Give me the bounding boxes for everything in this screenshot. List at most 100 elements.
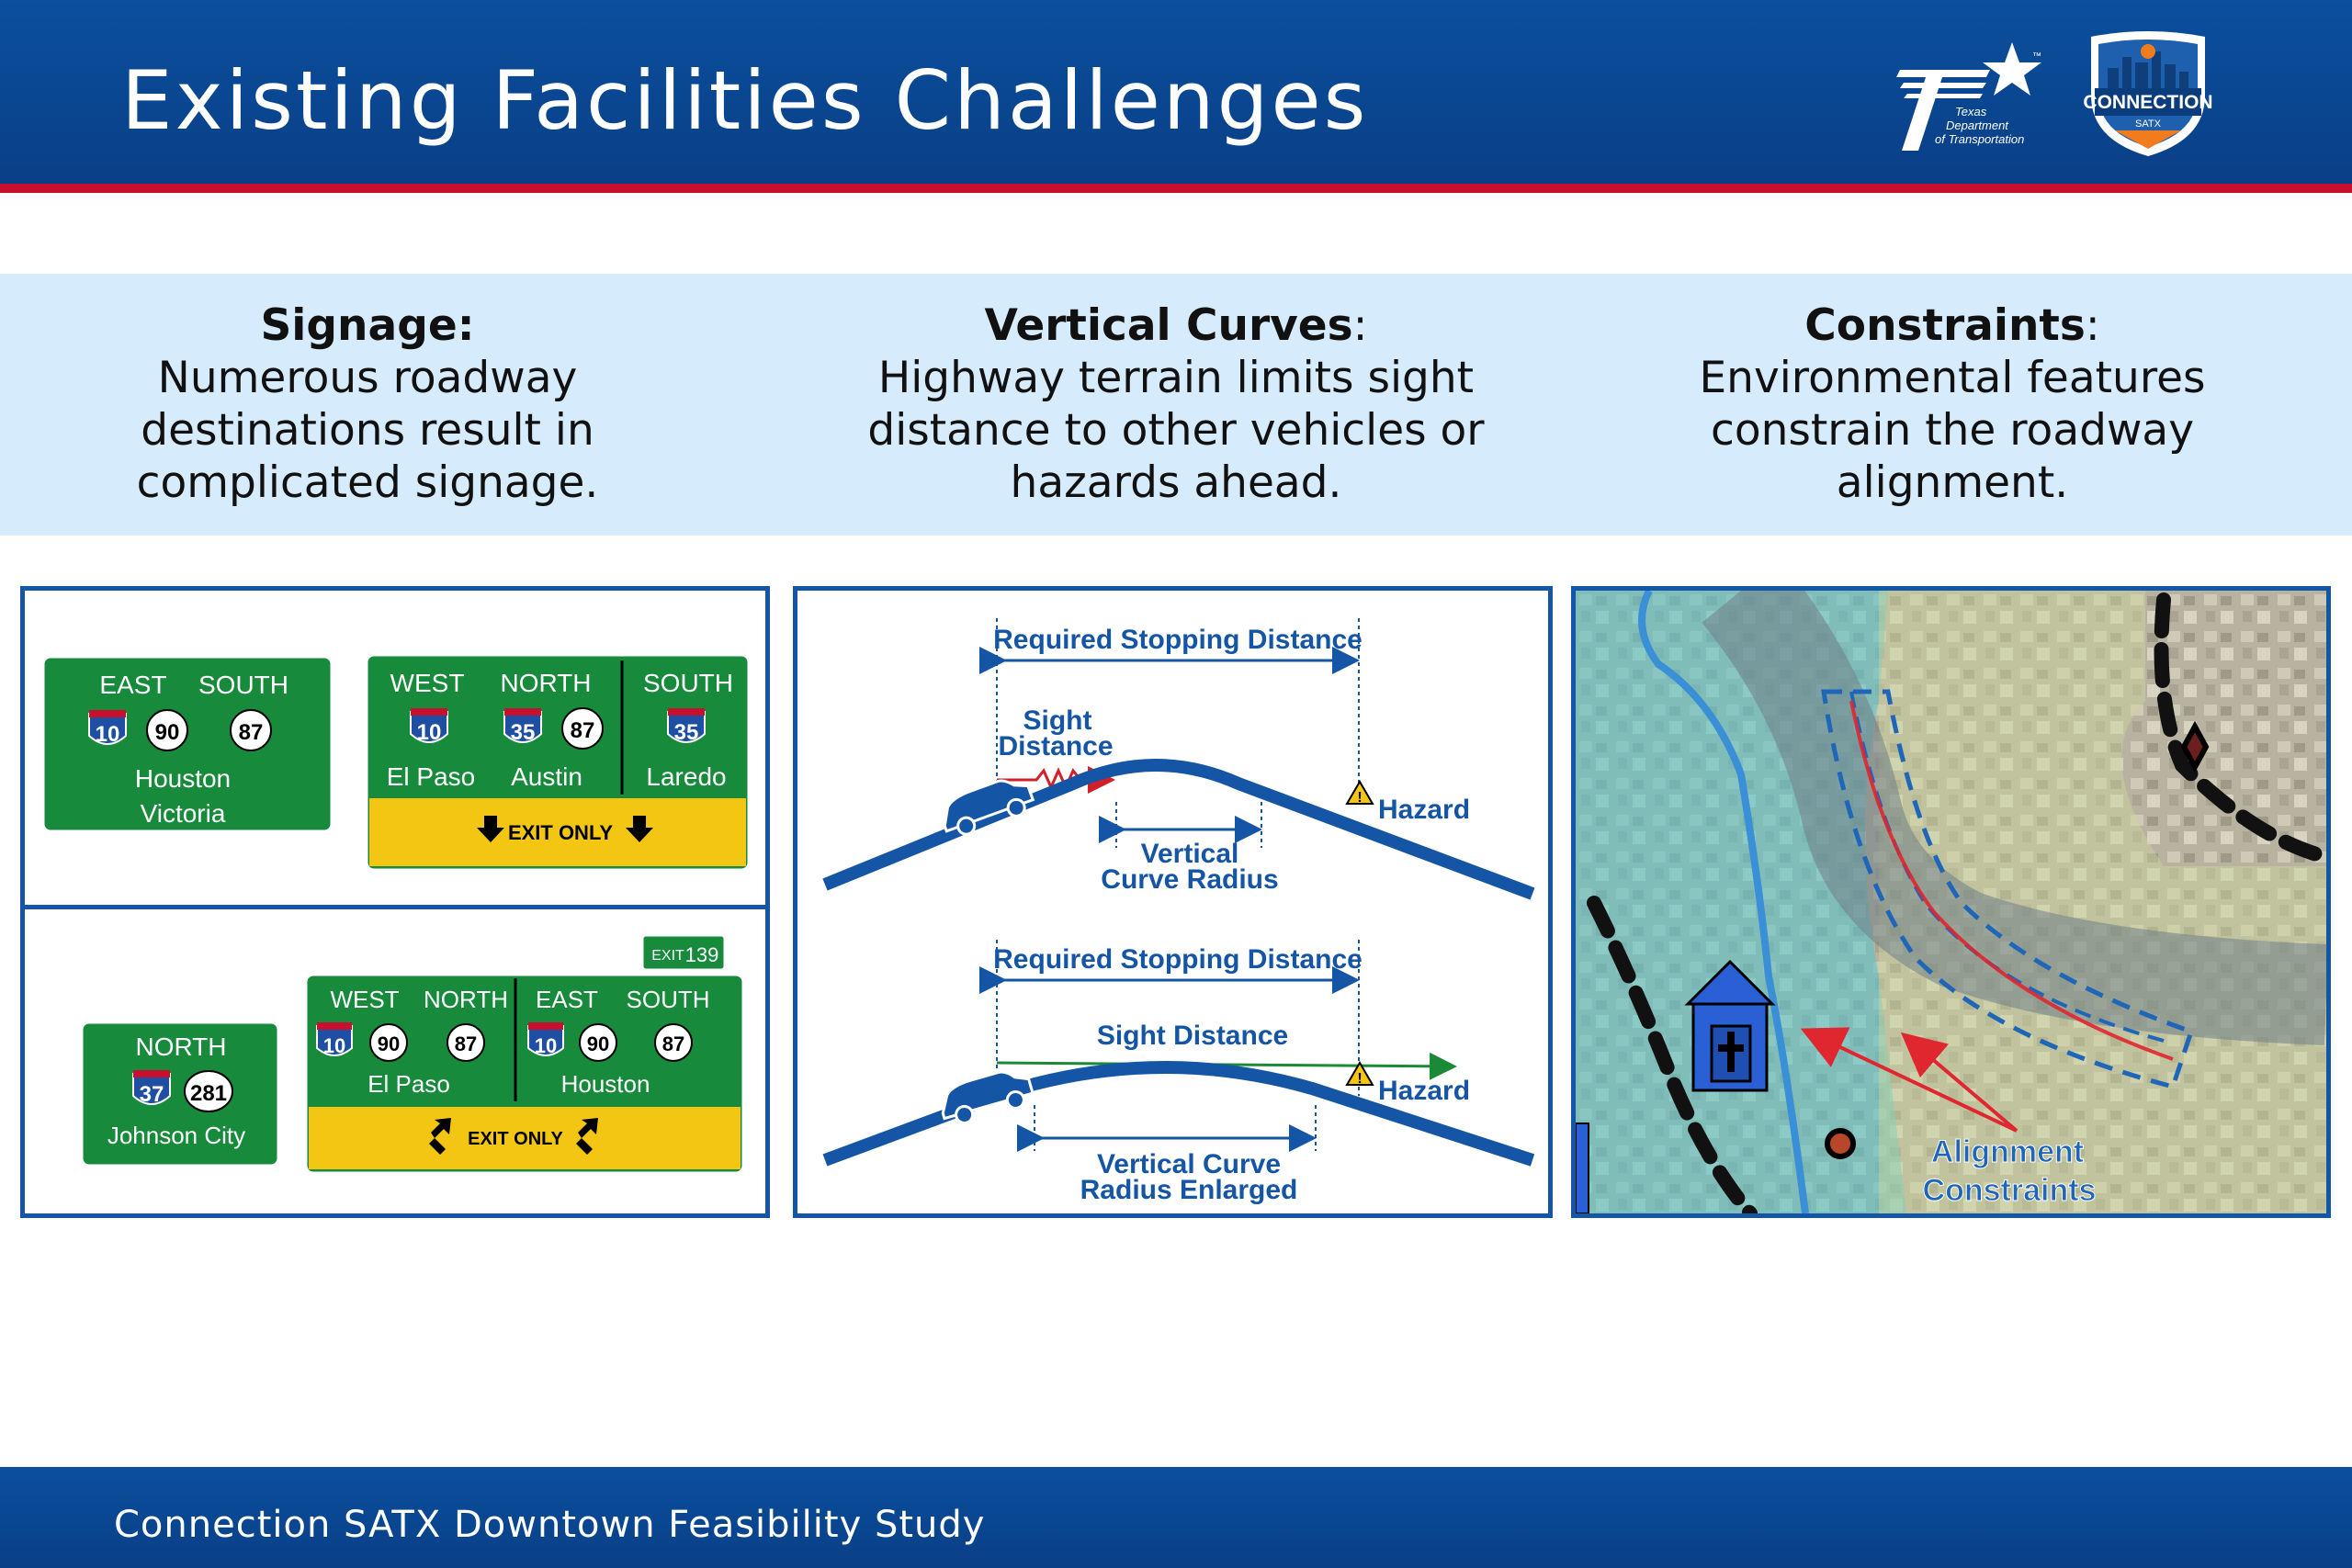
hazard-warning-icon: ! xyxy=(1345,1061,1374,1087)
car-icon xyxy=(943,779,1035,836)
txdot-logo: Texas Department of Transportation ™ xyxy=(1896,42,2041,151)
challenge-signage: Signage: Numerous roadway destinations r… xyxy=(55,299,680,509)
sign-exit-139: EXIT 139 WEST NORTH EAST SOUTH 10 90 87 … xyxy=(304,933,745,1175)
challenge-heading: Signage: xyxy=(260,300,475,351)
arrow-diagonal-icon xyxy=(429,1118,451,1155)
constraints-map-panel: Alignment Constraints xyxy=(1571,586,2331,1218)
svg-text:!: ! xyxy=(1357,790,1362,806)
sign-direction: NORTH xyxy=(424,986,508,1013)
page-title: Existing Facilities Challenges xyxy=(121,53,1369,148)
heading-suffix: : xyxy=(2085,300,2100,351)
vertical-curve-radius-label: Vertical xyxy=(1141,839,1239,869)
constraints-map: Alignment Constraints xyxy=(1576,591,2326,1213)
required-stopping-distance-label: Required Stopping Distance xyxy=(993,944,1363,975)
sight-distance-label: Distance xyxy=(998,731,1113,761)
vertical-curves-panel: Required Stopping Distance Sight Distanc… xyxy=(793,586,1553,1218)
river xyxy=(1638,591,1809,1213)
required-stopping-distance-label: Required Stopping Distance xyxy=(993,625,1363,655)
car-icon xyxy=(941,1070,1035,1124)
sign-direction: SOUTH xyxy=(643,669,733,697)
signage-illustration: EAST SOUTH 10 90 87 Houston Victoria WES… xyxy=(41,653,751,1175)
hazard-label: Hazard xyxy=(1378,795,1470,825)
footer-bar: Connection SATX Downtown Feasibility Stu… xyxy=(0,1467,2352,1568)
vertical-curve-radius-label: Curve Radius xyxy=(1101,864,1278,895)
landmark-marker-icon xyxy=(2180,720,2210,773)
exit-number: 139 xyxy=(685,943,719,966)
sign-destination: Laredo xyxy=(646,762,726,791)
us-route-shield: 90 xyxy=(587,1032,609,1055)
interstate-shield: 35 xyxy=(674,720,699,745)
exit-only-label: EXIT ONLY xyxy=(508,821,613,844)
interstate-shield: 10 xyxy=(535,1034,557,1057)
challenge-body-line: Numerous roadway xyxy=(157,353,578,403)
alignment-boundary xyxy=(1821,689,2195,1090)
txdot-text-line1: Texas xyxy=(1955,105,1987,118)
sign-direction: WEST xyxy=(330,986,399,1013)
svg-text:!: ! xyxy=(1357,1071,1362,1087)
arrow-down-icon xyxy=(626,816,653,842)
interstate-shield: 10 xyxy=(417,720,442,745)
sign-east-south: EAST SOUTH 10 90 87 Houston Victoria xyxy=(41,655,334,833)
sign-direction: NORTH xyxy=(500,669,591,697)
sign-destination: Victoria xyxy=(141,799,226,828)
challenge-body-line: constrain the roadway xyxy=(1710,405,2195,456)
signage-panel: EAST SOUTH 10 90 87 Houston Victoria WES… xyxy=(20,586,770,1218)
header-bar: Existing Facilities Challenges Texas Dep… xyxy=(0,0,2352,184)
sign-west-north-south: WEST NORTH SOUTH 10 35 87 35 El Paso Aus… xyxy=(365,653,751,872)
vertical-curve-enlarged: Required Stopping Distance Sight Distanc… xyxy=(822,940,1535,1205)
alignment-constraints-label: Constraints xyxy=(1923,1173,2097,1208)
landmark-marker-icon xyxy=(1825,1128,1856,1159)
challenge-body-line: complicated signage. xyxy=(136,457,599,508)
heading-suffix: : xyxy=(1352,300,1368,351)
footer-study-title: Connection SATX Downtown Feasibility Stu… xyxy=(114,1504,986,1546)
vertical-curve-enlarged-label: Vertical Curve xyxy=(1097,1149,1281,1179)
challenges-band: Signage: Numerous roadway destinations r… xyxy=(0,274,2352,536)
sight-distance-label: Sight Distance xyxy=(1097,1021,1288,1051)
sign-direction: EAST xyxy=(99,671,166,699)
sign-destination: Houston xyxy=(561,1070,650,1098)
hazard-label: Hazard xyxy=(1378,1076,1470,1106)
interstate-shield: 10 xyxy=(96,722,120,747)
alignment-constraints-label: Alignment xyxy=(1931,1134,2084,1169)
sign-north-johnson-city: NORTH 37 281 Johnson City xyxy=(80,1021,280,1168)
arrow-down-icon xyxy=(477,816,504,842)
sign-direction: SOUTH xyxy=(198,671,288,699)
sign-destination: Houston xyxy=(135,764,231,793)
connection-satx-logo: CONNECTION SATX xyxy=(2083,31,2213,156)
csatx-name: CONNECTION xyxy=(2083,92,2212,113)
challenge-body-line: alignment. xyxy=(1836,457,2069,508)
challenge-body-line: Highway terrain limits sight xyxy=(877,353,1475,403)
challenge-heading: Vertical Curves xyxy=(984,300,1353,351)
interstate-shield: 37 xyxy=(140,1082,164,1107)
sign-destination: El Paso xyxy=(368,1070,450,1098)
sign-destination: Johnson City xyxy=(107,1122,245,1149)
sign-direction: NORTH xyxy=(135,1032,226,1061)
road-profile xyxy=(822,1061,1535,1167)
header-accent-stripe xyxy=(0,184,2352,193)
alignment-centerline xyxy=(1849,700,2174,1061)
sign-direction: SOUTH xyxy=(627,986,710,1013)
challenge-body-line: Environmental features xyxy=(1699,353,2206,403)
hazard-warning-icon: ! xyxy=(1345,780,1374,806)
us-route-shield: 90 xyxy=(378,1032,400,1055)
txdot-text-line3: of Transportation xyxy=(1935,132,2024,146)
sign-destination: Austin xyxy=(511,762,582,791)
us-route-shield: 87 xyxy=(662,1032,684,1055)
us-route-shield: 87 xyxy=(455,1032,477,1055)
challenge-constraints: Constraints: Environmental features cons… xyxy=(1645,299,2260,509)
sight-distance-label: Sight xyxy=(1023,705,1092,736)
challenge-body-line: distance to other vehicles or xyxy=(867,405,1485,456)
exit-only-label: EXIT ONLY xyxy=(468,1129,563,1149)
road-profile xyxy=(822,759,1535,900)
interstate-shield: 35 xyxy=(511,720,536,745)
arrow-diagonal-icon xyxy=(576,1118,598,1155)
exit-tab-label: EXIT xyxy=(651,948,684,964)
sign-direction: WEST xyxy=(390,669,465,697)
vertical-curves-diagram: Required Stopping Distance Sight Distanc… xyxy=(822,618,1535,1205)
us-route-shield: 87 xyxy=(239,720,264,745)
challenge-vertical-curves: Vertical Curves: Highway terrain limits … xyxy=(808,299,1544,509)
church-icon xyxy=(1684,959,1776,1092)
us-route-shield: 281 xyxy=(190,1081,227,1106)
us-route-shield: 90 xyxy=(155,720,180,745)
vertical-curve-existing: Required Stopping Distance Sight Distanc… xyxy=(822,618,1535,900)
